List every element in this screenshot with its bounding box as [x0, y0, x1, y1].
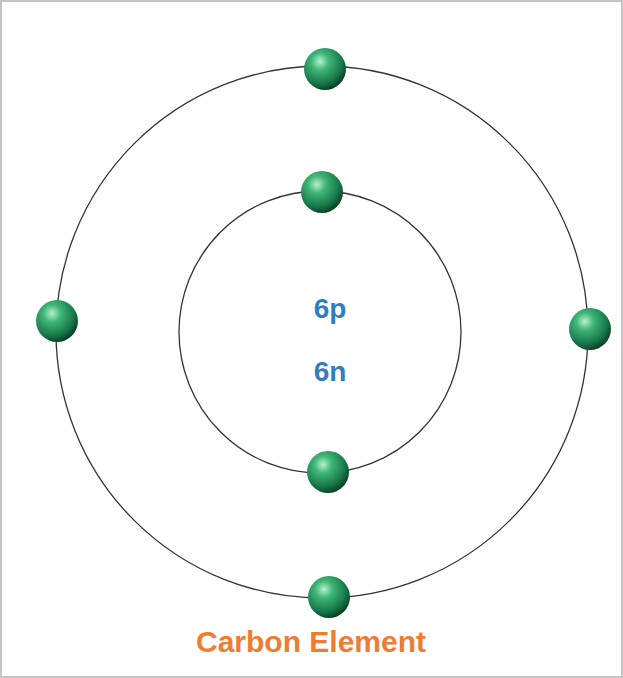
caption: Carbon Element: [196, 627, 426, 657]
electron: [301, 171, 343, 213]
outer-orbit: [56, 66, 588, 598]
electron: [308, 576, 350, 618]
electron: [569, 308, 611, 350]
electron: [36, 300, 78, 342]
electron: [307, 451, 349, 493]
electron: [304, 48, 346, 90]
inner-orbit: [179, 191, 461, 473]
neutron-count: 6n: [314, 358, 347, 386]
proton-count: 6p: [314, 295, 347, 323]
